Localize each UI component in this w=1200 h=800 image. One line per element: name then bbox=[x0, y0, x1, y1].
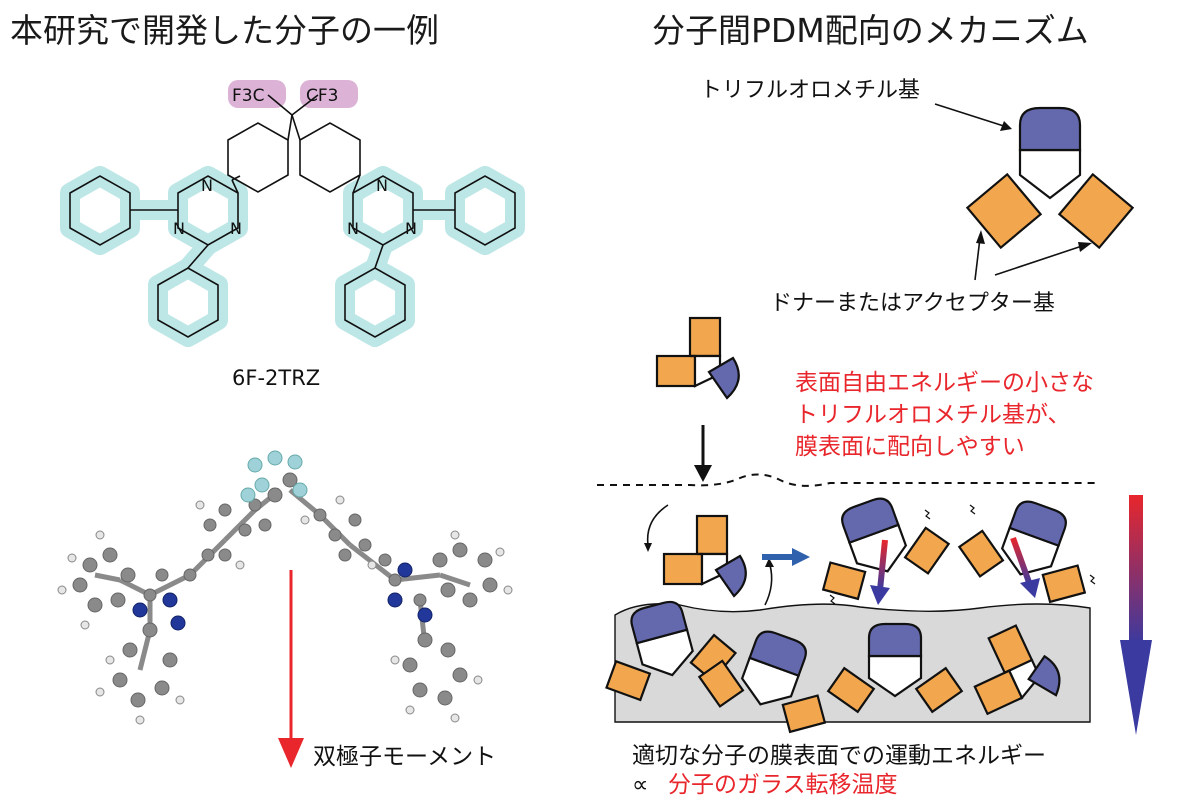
group-label-right: CF3 bbox=[306, 86, 338, 106]
nitrogen-labels: N N N N N N bbox=[173, 176, 417, 238]
ball-and-stick-model bbox=[57, 450, 513, 725]
triazine-highlight-left bbox=[60, 166, 248, 347]
red-note-line3: 膜表面に配向しやすい bbox=[795, 434, 1025, 460]
cap-pointer bbox=[934, 103, 1011, 129]
cf3-highlight-right bbox=[300, 80, 358, 108]
arm-label: ドナーまたはアクセプター基 bbox=[770, 291, 1055, 316]
bottom-note-red: 分子のガラス転移温度 bbox=[668, 772, 898, 798]
rotate-arrow-right bbox=[764, 564, 773, 606]
triazine-highlight-right bbox=[335, 166, 525, 347]
orientation-arrow-shaft bbox=[1129, 495, 1143, 645]
rotating-molecule bbox=[662, 514, 747, 598]
dipole-label: 双極子モーメント bbox=[313, 744, 496, 770]
arm-pointer-right bbox=[994, 244, 1086, 276]
proportional-symbol: ∝ bbox=[632, 772, 648, 798]
chemical-structure bbox=[60, 80, 525, 347]
n-atom-label: N bbox=[230, 219, 242, 238]
fluorine-atoms bbox=[240, 450, 308, 503]
bottom-note-line1: 適切な分子の膜表面での運動エネルギー bbox=[632, 743, 1046, 769]
left-panel-title: 本研究で開発した分子の一例 bbox=[10, 11, 439, 50]
n-atom-label: N bbox=[376, 176, 388, 195]
right-panel-title: 分子間PDM配向のメカニズム bbox=[652, 11, 1089, 50]
film-surface-line bbox=[597, 473, 1100, 487]
cf3-highlight-left bbox=[228, 80, 286, 108]
vibration-marks bbox=[829, 504, 1096, 605]
falling-molecule bbox=[655, 316, 740, 400]
group-label-left: F3C bbox=[232, 86, 264, 106]
orientation-arrowhead bbox=[1120, 640, 1152, 735]
n-atom-label: N bbox=[173, 219, 185, 238]
red-note-line2: トリフルオロメチル基が、 bbox=[795, 402, 1071, 428]
legend-molecule bbox=[965, 106, 1135, 250]
arm-pointer-left bbox=[974, 237, 981, 281]
small-dipole-1 bbox=[877, 539, 888, 591]
model-bonds bbox=[94, 488, 471, 671]
nitrogen-atoms bbox=[132, 562, 433, 631]
n-atom-label: N bbox=[405, 219, 417, 238]
carbon-atoms bbox=[72, 472, 498, 708]
dipole-arrowhead bbox=[278, 738, 304, 768]
red-note-line1: 表面自由エネルギーの小さな bbox=[795, 370, 1094, 396]
hydrogen-atoms bbox=[57, 495, 513, 725]
rotate-arrow-left bbox=[646, 504, 669, 546]
molecule-name: 6F-2TRZ bbox=[232, 366, 320, 390]
cap-label: トリフルオロメチル基 bbox=[700, 78, 920, 103]
n-atom-label: N bbox=[347, 219, 359, 238]
n-atom-label: N bbox=[201, 176, 213, 195]
small-dipole-2 bbox=[1010, 536, 1033, 587]
